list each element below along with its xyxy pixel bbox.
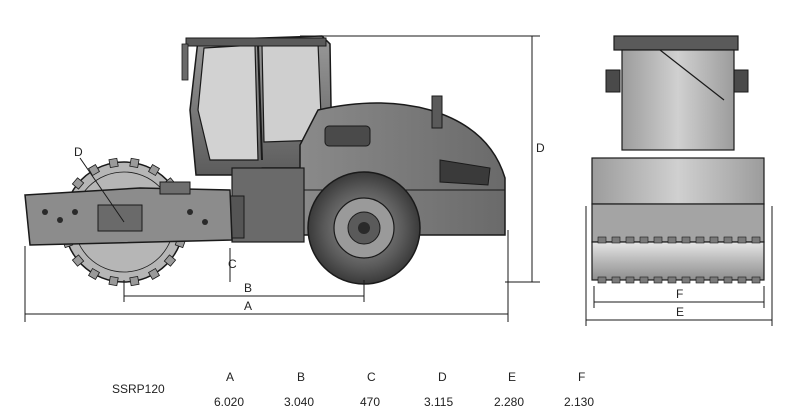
padfoot — [71, 254, 85, 267]
spec-value-b: 3.040 — [284, 395, 315, 409]
front-padfoot — [681, 236, 691, 244]
dimension-label-d: D — [536, 141, 545, 155]
front-padfoot — [611, 236, 621, 244]
front-padfoot — [709, 236, 719, 244]
spec-header-d: D — [438, 370, 447, 384]
front-padfoot — [723, 236, 733, 244]
dimension-label-a: A — [244, 299, 252, 313]
spec-header-f: F — [578, 370, 586, 384]
front-drum — [591, 236, 765, 284]
padfoot — [108, 157, 119, 169]
front-padfoot — [737, 276, 747, 284]
front-padfoot — [737, 236, 747, 244]
padfoot — [129, 157, 140, 169]
front-padfoot — [653, 276, 663, 284]
front-padfoot — [597, 276, 607, 284]
front-padfoot — [611, 276, 621, 284]
spec-value-d: 3.115 — [424, 395, 454, 409]
spec-header-e: E — [508, 370, 517, 384]
front-padfoot — [625, 236, 635, 244]
padfoot — [71, 177, 85, 190]
front-dimensions — [585, 206, 773, 326]
front-drum-pads — [597, 236, 761, 284]
drum-diameter-label: D — [74, 145, 83, 159]
front-padfoot — [639, 236, 649, 244]
front-padfoot — [751, 276, 761, 284]
spec-header-b: B — [297, 370, 306, 384]
front-padfoot — [681, 276, 691, 284]
front-padfoot — [653, 236, 663, 244]
spec-table: SSRP120 A B C D E F 6.020 3.040 470 3.11… — [0, 360, 800, 420]
dimension-label-f: F — [676, 287, 683, 301]
front-padfoot — [723, 276, 733, 284]
model-name: SSRP120 — [112, 382, 165, 396]
spec-header-a: A — [226, 370, 235, 384]
front-frame — [24, 181, 233, 246]
padfoot — [108, 275, 119, 287]
spec-value-e: 2.280 — [494, 395, 525, 409]
dimension-label-b: B — [244, 281, 252, 295]
front-padfoot — [597, 236, 607, 244]
front-view: F E — [585, 35, 773, 326]
padfoot — [147, 267, 161, 280]
side-view: A B C D D — [24, 35, 545, 322]
padfoot — [129, 275, 140, 287]
front-padfoot — [709, 276, 719, 284]
front-body — [591, 157, 765, 243]
rear-wheel — [307, 171, 421, 285]
padfoot — [87, 267, 101, 280]
spec-value-c: 470 — [360, 395, 381, 409]
side-dimensions — [24, 35, 540, 322]
spec-header-c: C — [367, 370, 376, 384]
padfoot — [163, 254, 177, 267]
front-cab — [605, 35, 749, 151]
roller-technical-drawing: A B C D D — [24, 35, 773, 326]
padfoot — [87, 164, 101, 177]
front-padfoot — [639, 276, 649, 284]
front-padfoot — [695, 236, 705, 244]
spec-value-f: 2.130 — [564, 395, 595, 409]
spec-value-a: 6.020 — [214, 395, 245, 409]
front-padfoot — [667, 236, 677, 244]
front-padfoot — [695, 276, 705, 284]
dimension-label-e: E — [676, 305, 684, 319]
cab — [181, 35, 333, 176]
front-padfoot — [625, 276, 635, 284]
dimension-label-c: C — [228, 257, 237, 271]
front-padfoot — [667, 276, 677, 284]
front-padfoot — [751, 236, 761, 244]
padfoot — [147, 164, 161, 177]
